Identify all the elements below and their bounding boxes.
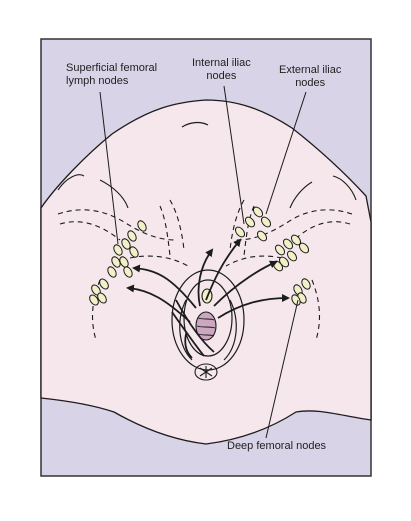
lymph-node <box>291 294 301 306</box>
lymph-node <box>260 216 272 228</box>
lymph-node <box>234 226 246 238</box>
lymph-node <box>286 250 298 262</box>
arrow-to-superficial-left <box>132 264 197 309</box>
label-superficial-line2: lymph nodes <box>66 75 129 87</box>
lymph-node <box>121 238 131 250</box>
label-external-iliac-nodes: External iliac nodes <box>279 64 341 90</box>
dashed-vessels <box>57 199 353 341</box>
label-external-line2: nodes <box>295 77 326 89</box>
drainage-lines-lower <box>171 299 215 357</box>
lymph-node <box>97 292 107 304</box>
lymph-node <box>256 230 268 242</box>
arrow-to-external-iliac <box>213 260 278 307</box>
label-deep-femoral-nodes: Deep femoral nodes <box>227 440 326 453</box>
lymph-node <box>282 238 294 250</box>
lymph-node <box>111 256 121 268</box>
lymph-node <box>89 294 99 306</box>
arrow-upward-center <box>197 248 214 307</box>
internal-iliac-nodes <box>234 206 272 242</box>
lymph-node <box>123 266 133 278</box>
label-external-line1: External iliac <box>279 64 342 76</box>
deep-femoral-nodes <box>291 278 311 306</box>
arrow-to-left-lower <box>126 284 191 323</box>
leader-external <box>265 91 307 215</box>
leader-lines <box>99 85 307 439</box>
leader-superficial <box>99 91 119 245</box>
superficial-femoral-nodes <box>107 220 147 278</box>
label-superficial-line1: Superficial femoral <box>66 62 158 74</box>
drainage-arrows <box>126 238 290 359</box>
navel-mark <box>181 121 209 128</box>
lymph-node <box>274 244 286 256</box>
vaginal-introitus <box>195 311 217 341</box>
lymph-node <box>107 266 117 278</box>
arrow-downward <box>184 333 193 359</box>
label-internal-line1: Internal iliac <box>192 57 251 69</box>
lymph-node <box>113 244 123 256</box>
flank-creases <box>57 174 357 209</box>
label-internal-line2: nodes <box>206 70 237 82</box>
body-outline <box>40 99 372 445</box>
label-superficial-femoral-lymph-nodes: Superficial femoral lymph nodes <box>66 62 157 88</box>
arrow-to-internal-iliac <box>205 238 242 301</box>
arrow-to-deep-femoral <box>217 294 290 319</box>
perineum-outline <box>171 269 245 371</box>
left-lower-nodes <box>89 278 109 306</box>
label-deep-line1: Deep femoral nodes <box>227 440 327 452</box>
lymph-node <box>252 206 264 218</box>
lymph-node <box>127 230 137 242</box>
leader-internal <box>223 85 245 225</box>
lymph-node <box>301 278 311 290</box>
lymph-node <box>129 246 139 258</box>
leader-deep <box>265 299 299 439</box>
anus <box>194 363 218 381</box>
lymph-node <box>298 242 310 254</box>
lymph-node <box>99 278 109 290</box>
lymph-node <box>137 220 147 232</box>
lymph-node <box>244 216 256 228</box>
label-internal-iliac-nodes: Internal iliac nodes <box>192 57 251 83</box>
